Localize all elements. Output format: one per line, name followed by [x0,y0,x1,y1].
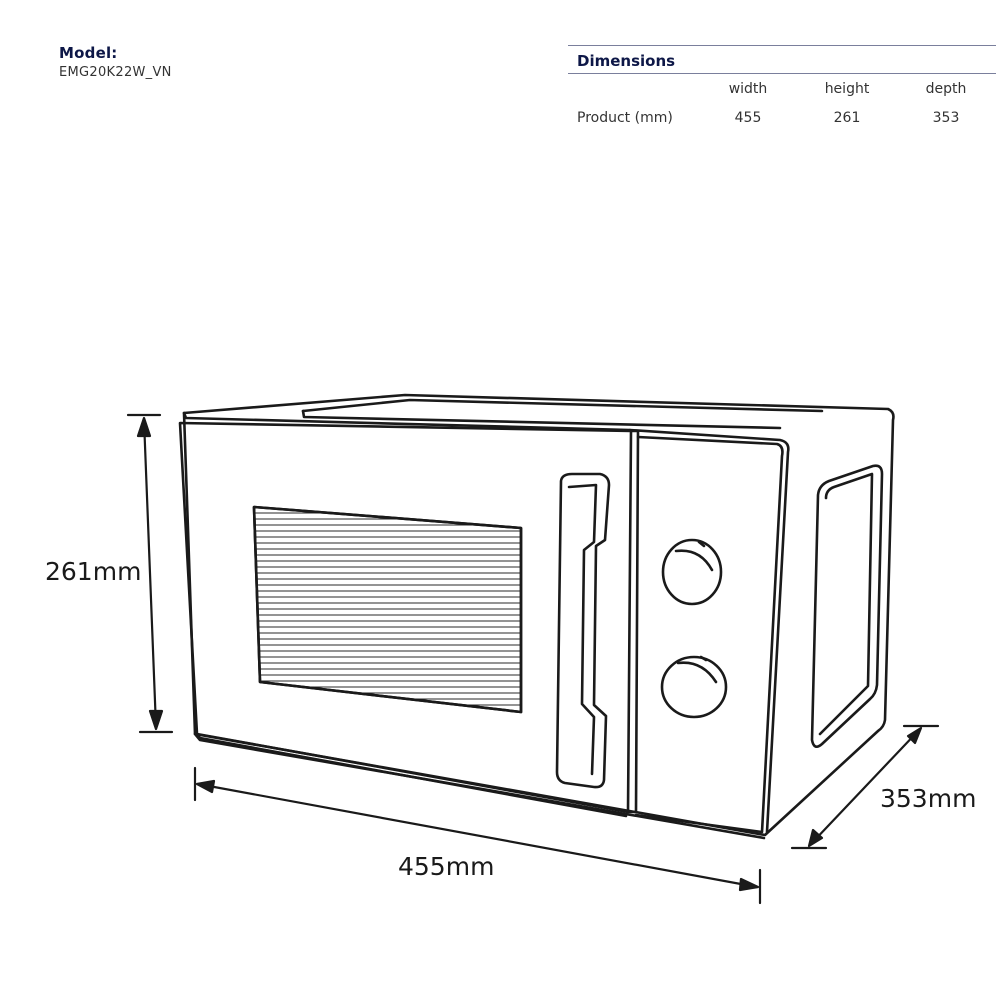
width-label: 455mm [398,852,495,881]
table-header-rule [568,73,996,74]
timer-knob [661,538,723,606]
cell-depth: 353 [932,110,960,126]
model-label: Model: [59,44,118,62]
table-top-rule [568,45,996,46]
depth-label: 353mm [880,784,977,813]
height-dimension [126,413,174,734]
power-knob [660,655,728,719]
cell-height: 261 [833,110,861,126]
table-header-row: width height depth [568,74,996,103]
column-header-depth: depth [925,81,967,97]
depth-dimension [790,724,940,850]
door-window [252,505,523,714]
column-header-width: width [728,81,768,97]
base-edge [193,732,766,840]
dimensions-table: Dimensions width height depth Product (m… [568,45,996,132]
row-label: Product (mm) [577,110,673,126]
side-vent [810,464,884,749]
dimensions-title: Dimensions [577,52,676,70]
width-dimension [193,766,762,905]
microwave-body [182,393,895,837]
table-row: Product (mm) 455 261 353 [568,103,996,132]
height-label: 261mm [45,557,142,586]
model-number: EMG20K22W_VN [59,65,172,80]
model-block: Model: EMG20K22W_VN [59,44,172,80]
column-header-height: height [824,81,870,97]
cell-width: 455 [734,110,762,126]
door-handle [555,472,611,789]
